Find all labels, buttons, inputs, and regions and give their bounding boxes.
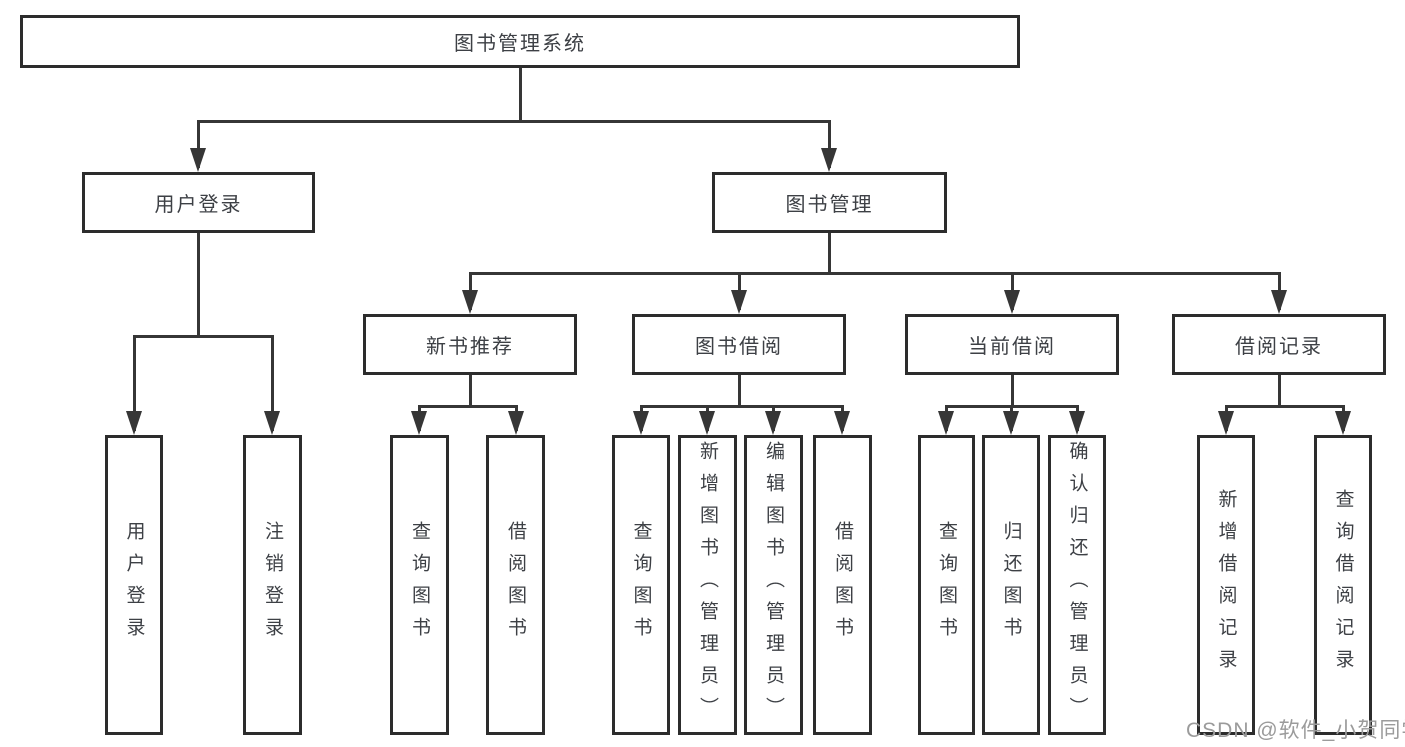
node-return-books: 归还图书 [982,435,1040,735]
node-label-current-borrowing: 当前借阅 [968,336,1056,358]
connector-line [737,375,741,405]
connector-line [1224,405,1345,408]
node-label-confirm-return-admin: 确认归还（管理员） [1066,441,1088,729]
node-edit-books-admin: 编辑图书（管理员） [744,435,803,735]
connector-line [1010,375,1014,405]
arrowhead-down-icon [508,411,524,435]
watermark-text: CSDN @软件_小贺同学 [1186,719,1405,742]
arrowhead-down-icon [1271,290,1287,314]
arrowhead-down-icon [938,411,954,435]
node-label-logout: 注销登录 [262,521,283,649]
arrowhead-down-icon [1218,411,1234,435]
connector-line [639,405,844,408]
node-label-return-books: 归还图书 [1000,521,1022,649]
arrowhead-down-icon [1069,411,1085,435]
arrowhead-down-icon [834,411,850,435]
connector-line [827,233,831,272]
connector-line [196,120,200,168]
node-label-user-login-leaf: 用户登录 [123,521,145,649]
arrowhead-down-icon [1335,411,1351,435]
node-label-add-borrow-record: 新增借阅记录 [1215,489,1237,681]
arrowhead-down-icon [633,411,649,435]
node-new-book-recommend: 新书推荐 [363,314,577,375]
connector-line [468,272,1281,275]
node-book-management: 图书管理 [712,172,947,233]
connector-line [132,335,136,431]
node-label-add-books-admin: 新增图书（管理员） [697,441,718,729]
arrowhead-down-icon [190,148,206,172]
arrowhead-down-icon [731,290,747,314]
node-root: 图书管理系统 [20,15,1020,68]
node-borrowing-records: 借阅记录 [1172,314,1386,375]
connector-line [417,405,518,408]
node-label-borrow-books-1: 借阅图书 [505,521,526,649]
node-query-books-1: 查询图书 [390,435,449,735]
connector-line [827,120,831,168]
node-label-book-management: 图书管理 [785,194,874,216]
connector-line [132,335,274,338]
node-logout: 注销登录 [243,435,302,735]
node-label-query-borrow-record: 查询借阅记录 [1332,489,1354,681]
node-current-borrowing: 当前借阅 [905,314,1119,375]
arrowhead-down-icon [1003,411,1019,435]
arrowhead-down-icon [821,148,837,172]
node-query-books-2: 查询图书 [612,435,670,735]
connector-line [518,68,522,120]
node-label-borrow-books-2: 借阅图书 [832,521,853,649]
connector-line [196,120,831,123]
node-label-book-borrowing: 图书借阅 [695,336,783,358]
node-label-user-login-branch: 用户登录 [154,194,243,216]
node-label-borrowing-records: 借阅记录 [1235,336,1323,358]
node-user-login-branch: 用户登录 [82,172,315,233]
node-query-books-3: 查询图书 [918,435,975,735]
node-label-edit-books-admin: 编辑图书（管理员） [763,441,784,729]
node-label-root: 图书管理系统 [454,33,586,55]
node-label-query-books-3: 查询图书 [936,521,957,649]
node-borrow-books-1: 借阅图书 [486,435,545,735]
arrowhead-down-icon [699,411,715,435]
connector-line [468,375,472,405]
arrowhead-down-icon [765,411,781,435]
node-label-query-books-1: 查询图书 [409,521,430,649]
arrowhead-down-icon [126,411,142,435]
arrowhead-down-icon [264,411,280,435]
connector-line [196,233,200,335]
arrowhead-down-icon [411,411,427,435]
arrowhead-down-icon [1004,290,1020,314]
node-user-login-leaf: 用户登录 [105,435,163,735]
node-label-new-book-recommend: 新书推荐 [426,336,514,358]
arrowhead-down-icon [462,290,478,314]
node-query-borrow-record: 查询借阅记录 [1314,435,1372,735]
node-confirm-return-admin: 确认归还（管理员） [1048,435,1106,735]
node-add-borrow-record: 新增借阅记录 [1197,435,1255,735]
node-add-books-admin: 新增图书（管理员） [678,435,737,735]
node-book-borrowing: 图书借阅 [632,314,846,375]
connector-line [270,335,274,431]
connector-line [1277,375,1281,405]
node-borrow-books-2: 借阅图书 [813,435,872,735]
node-label-query-books-2: 查询图书 [630,521,652,649]
